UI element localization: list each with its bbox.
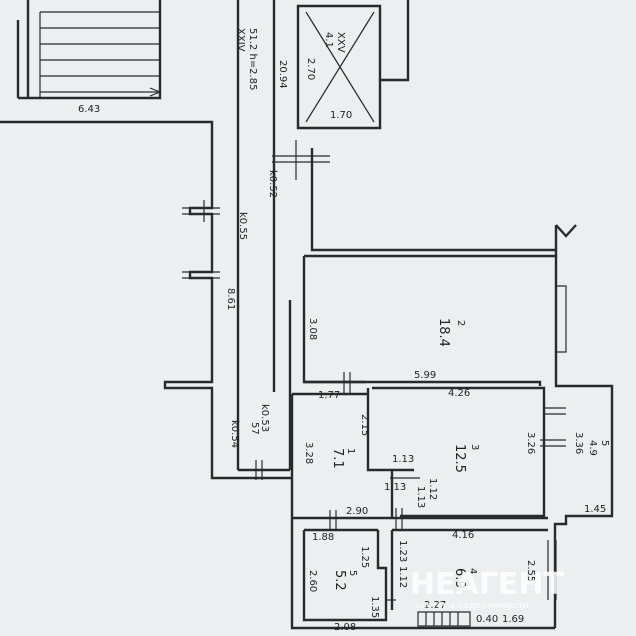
room-1-dim-d: 1.13 bbox=[392, 454, 414, 465]
room-4-dim-d: 0.40 bbox=[476, 614, 498, 625]
room-1-dim-c: 3.28 bbox=[303, 442, 314, 464]
room-4-number: 4 bbox=[467, 568, 478, 574]
room-5-dim-right: 1.35 bbox=[369, 596, 380, 618]
stairwell bbox=[16, 0, 162, 100]
room-2-dim-depth: 3.08 bbox=[307, 318, 318, 340]
room-2: 2 18.4 3.08 5.99 bbox=[304, 318, 542, 394]
elevator-shaft bbox=[296, 0, 410, 130]
elevator-height-mark: 20.94 bbox=[277, 60, 288, 89]
room-2-number: 2 bbox=[455, 320, 466, 326]
watermark-brand: НЕАГЕНТ bbox=[410, 567, 565, 602]
room-3-dim-side: 3.26 bbox=[525, 432, 536, 454]
elevator-code: XXV bbox=[335, 32, 346, 53]
room-4-dim-side: 2.55 bbox=[525, 560, 536, 582]
corridor-length: 8.61 bbox=[225, 288, 236, 310]
watermark: НЕАГЕНТ система недвижимости bbox=[410, 567, 565, 611]
room-2-dim-width: 5.99 bbox=[414, 370, 436, 381]
room-5-dim-side: 2.60 bbox=[307, 570, 318, 592]
room-5a-dim-side: 3.36 bbox=[573, 432, 584, 454]
room-1-dim-f: 2.90 bbox=[346, 506, 368, 517]
corridor-segment-c: k0.53 bbox=[259, 404, 270, 432]
room-5-area: 5.2 bbox=[332, 570, 347, 591]
elevator-depth: 2.70 bbox=[305, 58, 316, 80]
room-3-dim-top: 4.26 bbox=[448, 388, 470, 399]
room-1-3-partition bbox=[292, 386, 548, 520]
watermark-tagline: система недвижимости bbox=[416, 601, 529, 611]
stair-code: XXIV bbox=[235, 28, 246, 52]
room-5a-dim-bottom: 1.45 bbox=[584, 504, 606, 515]
room-1-dim-g: 1.12 bbox=[427, 478, 438, 500]
room-5-dim-top: 1.88 bbox=[312, 532, 334, 543]
room-1-dim-e: 1.13 bbox=[384, 482, 406, 493]
corridor-segment-b: k0.55 bbox=[237, 212, 248, 240]
stair-length: 6.43 bbox=[78, 104, 100, 115]
room-5-side: 5 4.9 3.36 1.45 bbox=[573, 432, 610, 515]
stair-area-height: 51.2 h=2.85 bbox=[247, 28, 258, 90]
room-5-dim-inner: 1.25 bbox=[359, 546, 370, 568]
room-5: 1.88 1.25 2.60 5 5.2 1.35 2.08 bbox=[307, 532, 380, 633]
lower-partition bbox=[302, 528, 548, 622]
room-4-dim-b: 1.12 bbox=[397, 566, 408, 588]
room-5a-number: 5 bbox=[599, 440, 610, 446]
room-3: 4.26 3 12.5 3.26 bbox=[448, 388, 536, 473]
room-3-number: 3 bbox=[469, 444, 480, 450]
room-5-dim-bottom: 2.08 bbox=[334, 622, 356, 633]
room-4: 4.16 2.55 1.23 1.12 4 6.9 2.27 0.40 1.69 bbox=[397, 530, 536, 625]
room-1-area: 7.1 bbox=[330, 448, 345, 469]
corridor-segment-a: k0.52 bbox=[267, 170, 278, 198]
room-1-number: 1 bbox=[345, 448, 356, 454]
room-1-dim-a: 1.77 bbox=[318, 390, 340, 401]
elevator-width: 1.70 bbox=[330, 110, 352, 121]
corridor-mark-57: 57 bbox=[249, 422, 260, 435]
room-1-dim-h: 1.13 bbox=[415, 486, 426, 508]
room-2-area: 18.4 bbox=[436, 318, 451, 347]
corridor-segment-d: k0.54 bbox=[229, 420, 240, 448]
room-4-dim-top: 4.16 bbox=[452, 530, 474, 541]
room-4-dim-c: 2.27 bbox=[424, 600, 446, 611]
room-3-area: 12.5 bbox=[452, 444, 467, 473]
room-5-number: 5 bbox=[347, 570, 358, 576]
room-1-dim-b: 2.15 bbox=[359, 414, 370, 436]
room-4-area: 6.9 bbox=[452, 568, 467, 589]
apartment-outer-wall bbox=[290, 148, 614, 630]
corridor-outer-wall bbox=[0, 120, 292, 480]
room-5a-area: 4.9 bbox=[587, 440, 598, 456]
room-4-dim-e: 1.69 bbox=[502, 614, 524, 625]
elevator-area: 4.1 bbox=[323, 32, 334, 48]
room-4-dim-a: 1.23 bbox=[397, 540, 408, 562]
room-1: 1.77 2.15 3.28 1 7.1 1.13 1.13 2.90 1.12… bbox=[303, 390, 438, 517]
